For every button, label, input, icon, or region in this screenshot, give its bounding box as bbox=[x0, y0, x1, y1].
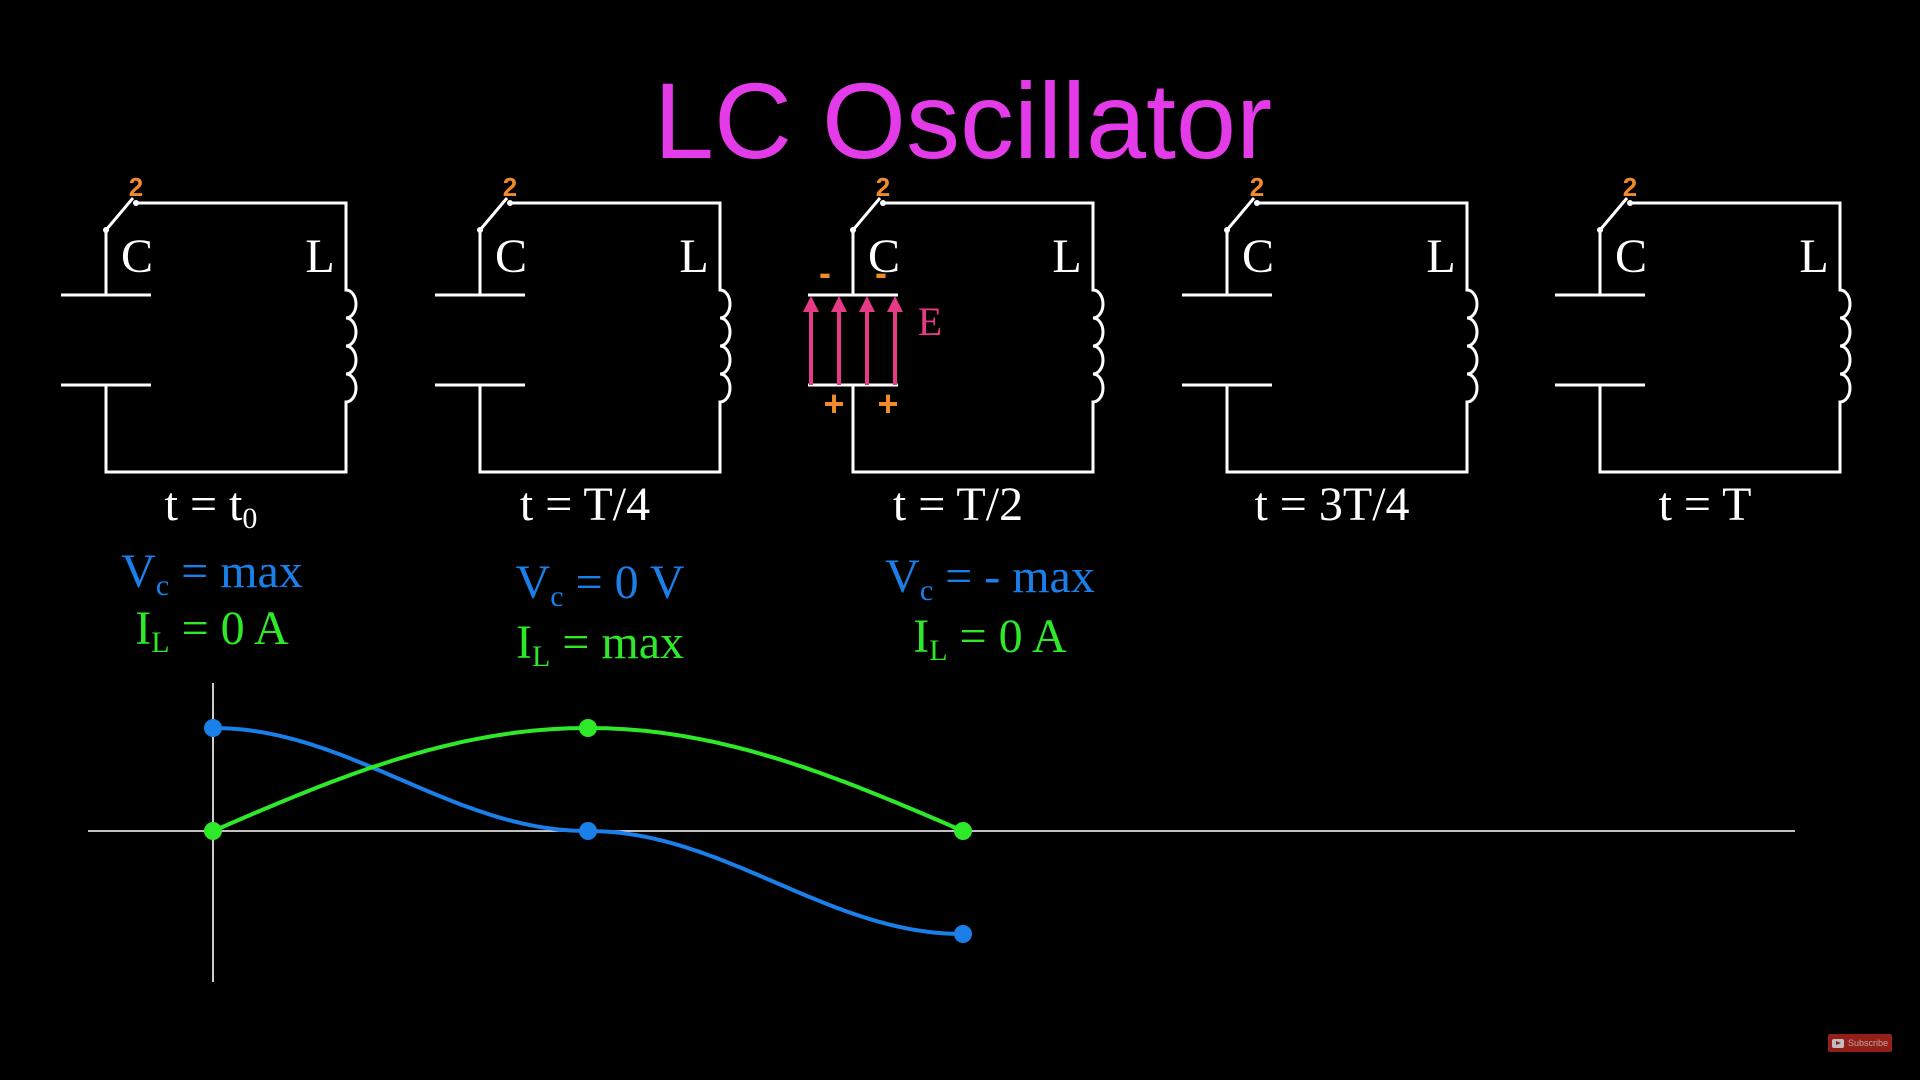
switch-arm bbox=[104, 197, 135, 231]
data-point bbox=[579, 822, 597, 840]
subscribe-badge[interactable]: Subscribe bbox=[1828, 1034, 1892, 1052]
switch-contact bbox=[507, 200, 513, 206]
time-label: t = T/2 bbox=[893, 478, 1023, 531]
inductor-label: L bbox=[679, 230, 708, 283]
circuit-row: 2C Lt = t0 2C Lt = T/4 2C Lt = T/2 2C Lt = 3T/4… bbox=[61, 172, 1852, 535]
field-arrowhead bbox=[831, 296, 847, 312]
switch-position-label: 2 bbox=[503, 172, 517, 202]
youtube-icon bbox=[1832, 1038, 1844, 1048]
circuit-panel: 2C Lt = T bbox=[1555, 172, 1852, 531]
circuit-wire bbox=[104, 201, 358, 474]
capacitor-label: C bbox=[1615, 230, 1647, 283]
circuit-wire bbox=[851, 201, 1105, 474]
field-arrowhead bbox=[859, 296, 875, 312]
inductor-current-label: IL = 0 A bbox=[913, 610, 1067, 667]
time-label: t = T/4 bbox=[520, 478, 650, 531]
inductor-current-label: IL = max bbox=[516, 616, 684, 673]
circuit-panel: 2C Lt = t0 bbox=[61, 172, 358, 535]
switch-contact bbox=[133, 200, 139, 206]
switch-pivot bbox=[477, 227, 483, 233]
switch-pivot bbox=[850, 227, 856, 233]
data-point bbox=[204, 719, 222, 737]
oscillation-chart bbox=[88, 683, 1795, 982]
capacitor-label: C bbox=[1242, 230, 1274, 283]
switch-contact bbox=[880, 200, 886, 206]
switch-arm bbox=[1225, 197, 1256, 231]
data-point bbox=[954, 822, 972, 840]
circuit-wire bbox=[1598, 201, 1852, 474]
capacitor-voltage-label: Vc = 0 V bbox=[516, 556, 685, 613]
negative-sign: - bbox=[819, 252, 831, 293]
circuit-panel: 2C Lt = T/4 bbox=[435, 172, 732, 531]
inductor-label: L bbox=[305, 230, 334, 283]
time-label: t = T bbox=[1659, 478, 1752, 531]
switch-pivot bbox=[1597, 227, 1603, 233]
positive-sign: + bbox=[877, 383, 898, 424]
capacitor-label: C bbox=[121, 230, 153, 283]
switch-arm bbox=[1598, 197, 1629, 231]
circuit-wire bbox=[478, 201, 732, 474]
switch-pivot bbox=[1224, 227, 1230, 233]
capacitor-label: C bbox=[495, 230, 527, 283]
inductor-label: L bbox=[1052, 230, 1081, 283]
positive-sign: + bbox=[823, 383, 844, 424]
time-label: t = t0 bbox=[165, 478, 258, 535]
switch-position-label: 2 bbox=[876, 172, 890, 202]
time-label: t = 3T/4 bbox=[1254, 478, 1409, 531]
field-label: E bbox=[918, 299, 942, 344]
capacitor-voltage-label: Vc = max bbox=[121, 545, 303, 602]
capacitor-label: C bbox=[868, 230, 900, 283]
data-point bbox=[204, 822, 222, 840]
series-line bbox=[212, 726, 964, 833]
electric-field-diagram: E--++ bbox=[803, 252, 942, 424]
inductor-label: L bbox=[1426, 230, 1455, 283]
field-arrowhead bbox=[803, 296, 819, 312]
data-point bbox=[579, 719, 597, 737]
circuit-panel: 2C Lt = 3T/4 bbox=[1182, 172, 1479, 531]
field-arrowhead bbox=[887, 296, 903, 312]
switch-arm bbox=[851, 197, 882, 231]
circuit-panel: 2C Lt = T/2 bbox=[808, 172, 1105, 531]
switch-pivot bbox=[103, 227, 109, 233]
negative-sign: - bbox=[875, 252, 887, 293]
switch-position-label: 2 bbox=[129, 172, 143, 202]
switch-position-label: 2 bbox=[1623, 172, 1637, 202]
slide-title: LC Oscillator bbox=[654, 60, 1272, 181]
capacitor-voltage-label: Vc = - max bbox=[885, 550, 1095, 607]
switch-contact bbox=[1627, 200, 1633, 206]
switch-position-label: 2 bbox=[1250, 172, 1264, 202]
circuit-wire bbox=[1225, 201, 1479, 474]
switch-contact bbox=[1254, 200, 1260, 206]
switch-arm bbox=[478, 197, 509, 231]
inductor-label: L bbox=[1799, 230, 1828, 283]
data-point bbox=[954, 925, 972, 943]
inductor-current-label: IL = 0 A bbox=[135, 602, 289, 659]
subscribe-label: Subscribe bbox=[1848, 1038, 1889, 1048]
